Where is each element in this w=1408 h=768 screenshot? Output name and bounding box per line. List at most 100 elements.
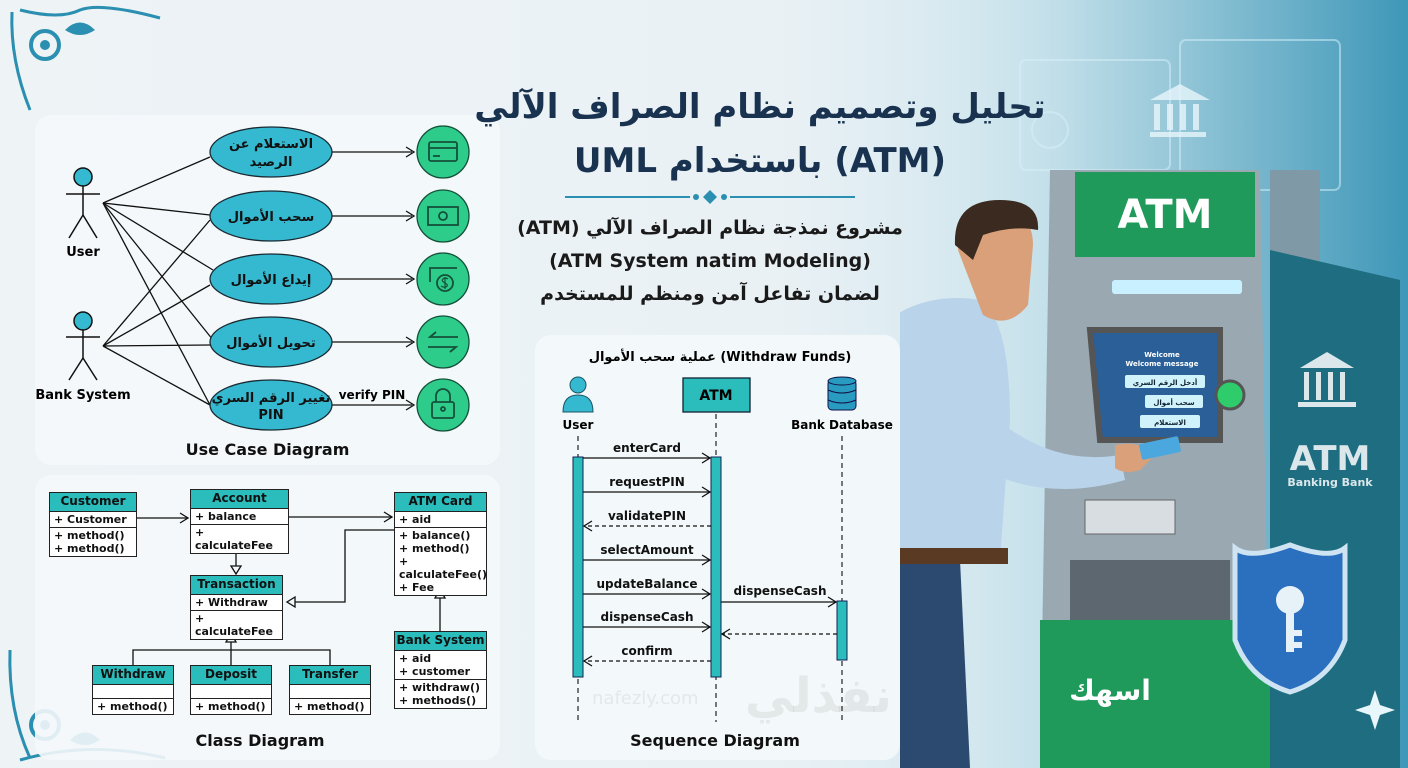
class-name: Deposit	[191, 666, 271, 685]
class-method: + method()	[399, 542, 470, 555]
class-method: + methods()	[399, 694, 477, 707]
credit-card-icon	[428, 141, 458, 162]
sequence-caption: Sequence Diagram	[630, 731, 800, 750]
use-case-withdraw	[209, 190, 333, 242]
actor-user-label: User	[66, 245, 100, 260]
use-case-transfer	[209, 316, 333, 368]
arrow-head	[701, 588, 712, 600]
lock-icon	[431, 388, 455, 419]
participant-atm: ATM	[699, 388, 732, 404]
man-figure	[900, 200, 1181, 768]
atm-header-panel	[1075, 172, 1255, 257]
sparkle-icon	[1355, 690, 1395, 730]
use-case-label: تحويل الأموال	[226, 334, 315, 351]
use-case-label: سحب الأموال	[228, 208, 315, 225]
class-bank-system: Bank System+ aid+ customer+ withdraw()+ …	[394, 631, 487, 709]
class-name: Withdraw	[93, 666, 173, 685]
use-case-caption: Use Case Diagram	[185, 440, 350, 459]
bank-logo: اسهك	[1069, 674, 1151, 707]
class-transaction: Transaction+ Withdraw+ calculateFee	[190, 575, 283, 640]
class-name: Transaction	[191, 576, 282, 595]
arrow-head	[701, 452, 712, 464]
use-case-change-pin	[209, 379, 333, 431]
keypad	[1084, 499, 1176, 535]
use-case-label: إيداع الأموال	[231, 271, 312, 288]
class-attr: + balance	[191, 509, 288, 525]
side-bank-text: Banking Bank	[1287, 476, 1373, 489]
atm-card-in-hand	[1139, 436, 1181, 460]
arrow-head	[827, 596, 838, 608]
class-method: + method()	[54, 542, 125, 555]
class-attr: + customer	[399, 665, 471, 678]
class-account: Account+ balance+ calculateFee	[190, 489, 289, 554]
verify-pin-label: verify PIN	[339, 388, 406, 402]
class-attr: + aid	[399, 652, 432, 665]
screen-option[interactable]: الاستعلام	[1154, 419, 1186, 427]
class-method: + calculateFee	[195, 612, 273, 638]
arrow-head	[701, 554, 712, 566]
atm-activation-bar	[710, 456, 722, 678]
arrows-to-icons	[332, 146, 416, 411]
transfer-arrows-icon	[427, 331, 459, 353]
security-shield-key-icon	[1232, 542, 1348, 695]
class-method: + calculateFee()	[399, 555, 488, 581]
class-name: Bank System	[395, 632, 486, 651]
arrow-head	[720, 628, 731, 640]
atm-lower-panel	[1040, 620, 1270, 768]
class-customer: Customer+ Customer+ method()+ method()	[49, 492, 137, 557]
screen-option[interactable]: سحب أموال	[1153, 398, 1194, 407]
class-atm-card: ATM Card+ aid+ balance()+ method()+ calc…	[394, 492, 487, 596]
title-line-1: تحليل وتصميم نظام الصراف الآلي	[474, 87, 1046, 127]
message-label: confirm	[621, 644, 672, 658]
class-name: Account	[191, 490, 288, 509]
participant-user: User	[563, 418, 594, 432]
class-attr: + aid	[395, 512, 486, 528]
class-method: + Fee	[399, 581, 435, 594]
class-withdraw: Withdraw+ method()	[92, 665, 174, 715]
actor-bank-system	[66, 311, 100, 381]
use-case-label: PIN	[258, 408, 283, 423]
screen-text: Welcome	[1144, 351, 1180, 359]
cash-dispenser	[1070, 560, 1230, 620]
subtitle: مشروع نمذجة نظام الصراف الآلي (ATM) (ATM…	[470, 212, 950, 311]
use-case-deposit	[209, 253, 333, 305]
subtitle-line-1: مشروع نمذجة نظام الصراف الآلي (ATM)	[517, 217, 903, 239]
sequence-diagram: عملية سحب الأموال (Withdraw Funds) User …	[562, 348, 893, 722]
message-label: dispenseCash	[734, 584, 827, 598]
association-lines	[102, 146, 416, 411]
class-deposit: Deposit + method()	[190, 665, 272, 715]
class-attr: + Withdraw	[191, 595, 282, 611]
screen-option[interactable]: أدخل الرقم السري	[1133, 378, 1198, 387]
message-label: requestPIN	[609, 475, 685, 489]
message-label: dispenseCash	[601, 610, 694, 624]
use-case-diagram: User Bank System الاستعلام عن الرصيد سحب…	[35, 125, 470, 432]
atm-header-text: ATM	[1118, 192, 1213, 238]
class-transfer: Transfer + method()	[289, 665, 371, 715]
class-method: + method()	[294, 700, 365, 713]
use-case-balance-inquiry	[209, 126, 333, 178]
message-label: updateBalance	[597, 577, 698, 591]
class-method: + method()	[195, 700, 266, 713]
class-name: Transfer	[290, 666, 370, 685]
arrow-head	[582, 520, 593, 532]
database-icon	[827, 376, 857, 411]
db-activation-bar	[836, 600, 848, 661]
class-attr: + Customer	[50, 512, 136, 528]
screen-text: Welcome message	[1126, 360, 1199, 368]
actor-bank-system-label: Bank System	[35, 388, 130, 403]
arrow-head	[701, 486, 712, 498]
corner-ornament-top-left	[10, 5, 161, 111]
page-title: تحليل وتصميم نظام الصراف الآلي (ATM) باس…	[450, 80, 1070, 188]
deposit-dollar-icon	[429, 267, 457, 292]
subtitle-line-3: لضمان تفاعل آمن ومنظم للمستخدم	[540, 283, 880, 305]
watermark-url: nafezly.com	[592, 688, 699, 709]
use-case-label: الاستعلام عن	[229, 137, 313, 152]
participant-bank-database: Bank Database	[791, 418, 893, 432]
message-label: validatePIN	[608, 509, 686, 523]
sequence-title: عملية سحب الأموال (Withdraw Funds)	[589, 348, 852, 365]
watermark-logo: نفذلي	[745, 668, 892, 724]
title-divider	[565, 190, 855, 204]
class-name: ATM Card	[395, 493, 486, 512]
use-case-label: الرصيد	[250, 155, 293, 170]
